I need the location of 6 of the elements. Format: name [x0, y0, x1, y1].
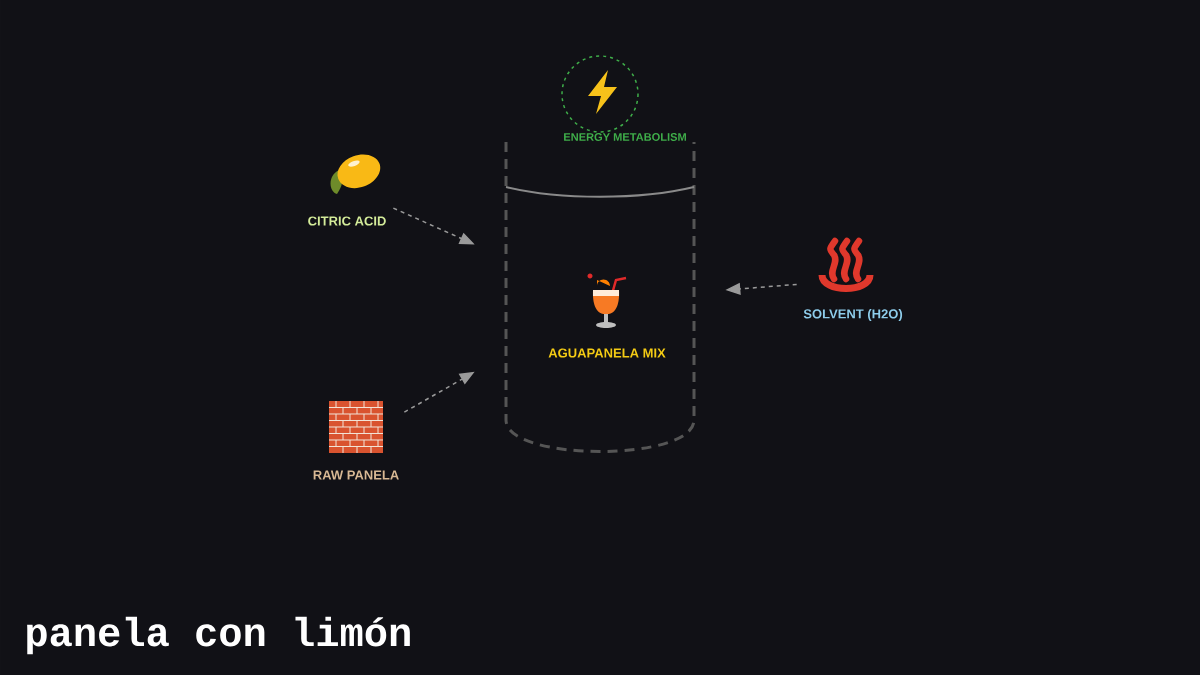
node-label: CITRIC ACID — [308, 216, 386, 226]
node-label: AGUAPANELA MIX — [548, 348, 666, 358]
node-label: ENERGY METABOLISM — [564, 133, 686, 141]
node-label: SOLVENT (H2O) — [803, 308, 903, 322]
title: panela con limón — [27, 616, 410, 655]
node-label: RAW PANELA — [313, 470, 399, 480]
